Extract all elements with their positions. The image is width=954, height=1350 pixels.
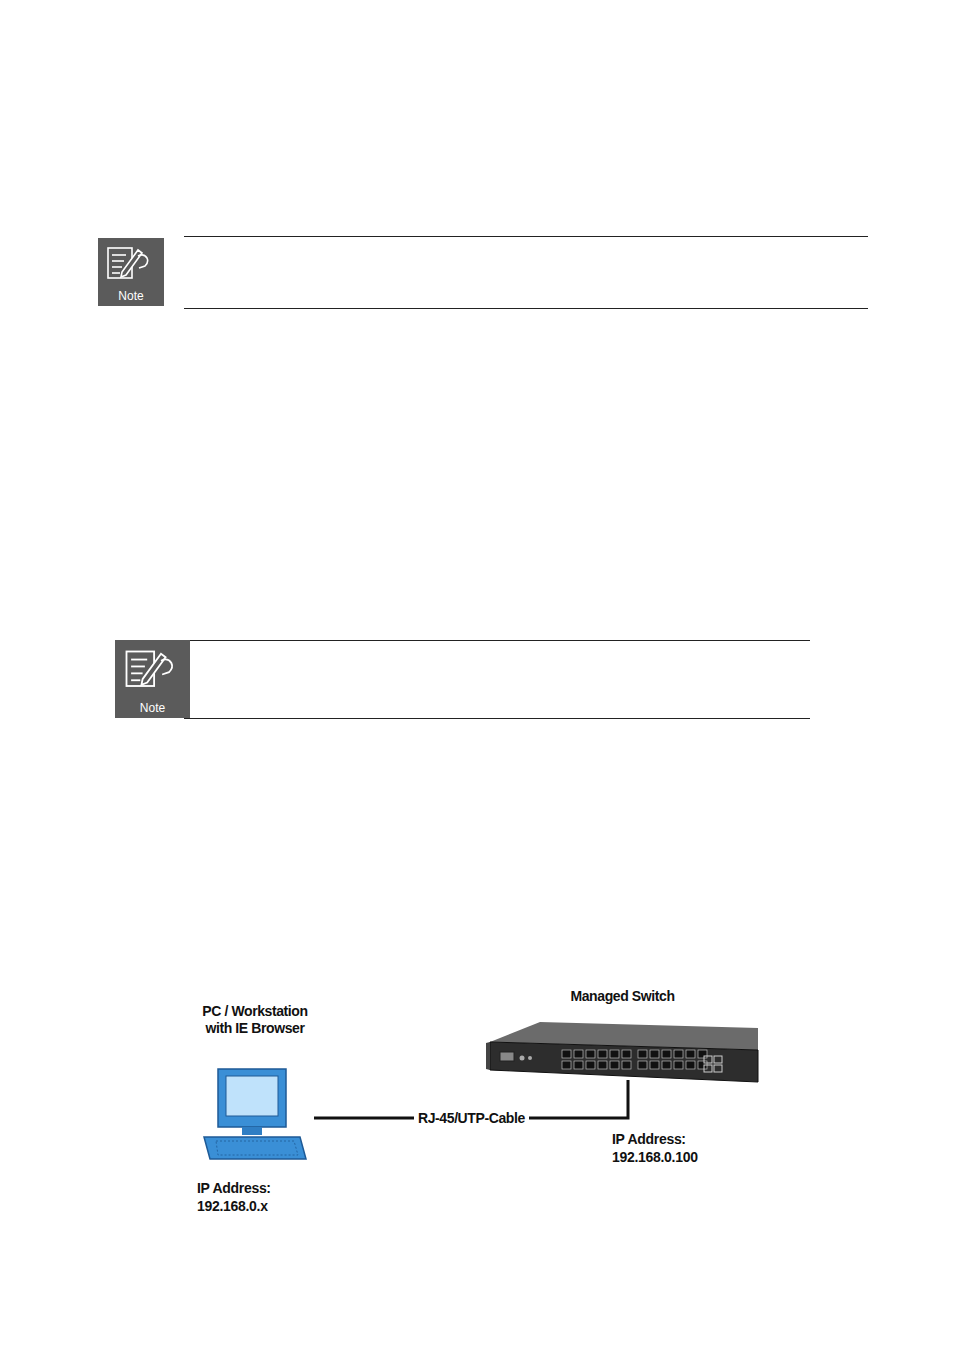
ip-address: IP Address: 192.168.0.100 [612,1130,724,1166]
computer-icon [196,1067,311,1163]
switch-device [480,1020,765,1086]
ip-address: IP Address: 192.168.0.x [197,1179,297,1215]
note-rule [184,308,868,309]
pc-workstation: PC / Workstation with IE Browser IP Addre… [190,1003,320,1218]
cable-label: RJ-45/UTP-Cable [414,1110,529,1126]
node-heading: PC / Workstation with IE Browser [190,1003,320,1037]
note-rule [184,718,810,719]
note-rule [184,236,868,237]
node-heading: Managed Switch [480,988,765,1005]
note-label: Note [115,701,190,715]
note-icon: Note [115,640,190,718]
note-rule [184,640,810,641]
note-icon: Note [98,238,164,306]
managed-switch: Managed Switch IP Address: 192.168.0.100 [480,988,765,1173]
note-label: Note [98,289,164,303]
